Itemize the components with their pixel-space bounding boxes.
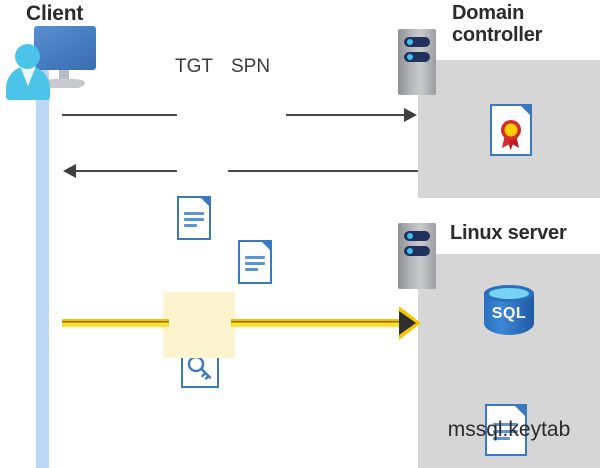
linux-server-server-icon [398,223,436,289]
server-bay-icon [404,52,430,62]
sql-database-label: SQL [491,305,527,322]
keytab-file-label: mssql.keytab [447,418,571,441]
tgt-label: TGT [175,56,213,77]
request-line-left [62,114,177,116]
server-led-icon [407,248,413,254]
domain-controller-server-icon [398,29,436,95]
response-line-right [228,170,418,172]
cylinder-top [484,285,534,302]
client-lifeline [36,68,49,468]
linux-server-title: Linux server [450,222,567,244]
sql-database-icon: SQL [484,285,534,341]
request-line-right [286,114,405,116]
server-led-icon [407,39,413,45]
domain-controller-title-line2: controller [452,24,543,47]
server-led-icon [407,233,413,239]
cylinder-top-inner [489,288,529,299]
monitor-screen-icon [34,26,96,70]
ribbon-seal-icon [501,120,521,150]
certificate-icon [490,104,532,156]
user-computer-icon [6,26,98,100]
server-led-icon [407,54,413,60]
server-bay-icon [404,37,430,47]
client-title: Client [26,2,84,25]
response-arrowhead [63,164,76,178]
spn-label: SPN [231,56,271,77]
tgt-document-icon [177,196,211,240]
service-ticket-line-left [62,319,169,327]
monitor-base-icon [44,79,85,88]
response-line-left [76,170,177,172]
person-collar-icon [20,66,36,86]
service-ticket-highlight [163,292,235,358]
server-bay-icon [404,231,430,241]
monitor-neck-icon [59,70,69,81]
person-head-icon [15,44,40,69]
domain-controller-title: Domain controller [452,2,592,47]
service-ticket-arrowhead [399,311,416,335]
domain-controller-title-line1: Domain [452,2,525,24]
spn-document-icon [238,240,272,284]
request-arrowhead [404,108,417,122]
keytab-file-icon [485,404,527,456]
service-ticket-line-right [231,319,408,327]
server-bay-icon [404,246,430,256]
